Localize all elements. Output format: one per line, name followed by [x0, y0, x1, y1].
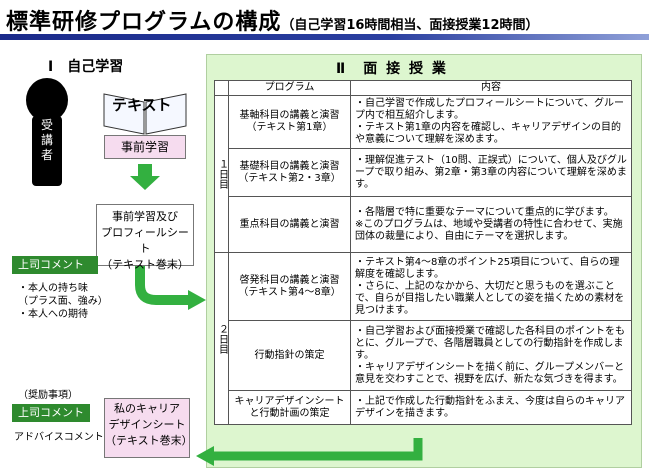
career-sheet-line-3: （テキスト巻末）: [105, 434, 193, 447]
content-item: ・自己学習および面接授業で確認した各科目のポイントをもとに、グループで、各階層職…: [355, 325, 625, 361]
program-sub: （テキスト第1章）: [246, 122, 333, 133]
content-item: ・さらに、上記のなかから、大切だと思うものを選ぶことで、自らが目指したい職業人と…: [355, 280, 625, 316]
table-row: 行動指針の策定 ・自己学習および面接授業で確認した各科目のポイントをもとに、グル…: [215, 320, 632, 391]
table-row: 基礎科目の講義と演習 （テキスト第2・3章） ・理解促進テスト（10問、正誤式）…: [215, 148, 632, 197]
title-sub: （自己学習16時間相当、面接授業12時間）: [281, 18, 539, 33]
recommendation-heading: （奨励事項）: [18, 390, 78, 401]
program-name: 基軸科目の講義と演習: [239, 110, 340, 121]
program-cell: 啓発科目の講義と演習 （テキスト第4～8章）: [228, 252, 351, 321]
header-program: プログラム: [228, 80, 351, 96]
content-cell: ・テキスト第4～8章のポイント25項目について、自らの理解度を確認します。 ・さ…: [350, 252, 632, 321]
program-sub: （テキスト第2・3章）: [238, 172, 341, 184]
boss-comment-label-2: 上司コメント: [12, 404, 90, 422]
person-label-text: 受講者: [40, 118, 53, 162]
profile-sheet-line-3: （テキスト巻末）: [101, 258, 189, 271]
person-label: 受講者: [36, 118, 58, 163]
program-cell: キャリアデザインシート と行動計画の策定: [228, 390, 351, 425]
person-icon: [26, 78, 68, 186]
program-table: プログラム 内容 １日目 基軸科目の講義と演習 （テキスト第1章） ・自己学習で…: [214, 80, 632, 425]
profile-sheet-line-2: プロフィールシート: [101, 226, 189, 255]
boss-note-2: （プラス面、強み）: [18, 296, 108, 307]
program-cell: 重点科目の講義と演習: [228, 196, 351, 253]
program-name: 行動指針の策定: [254, 349, 325, 361]
table-row: キャリアデザインシート と行動計画の策定 ・上記で作成した行動指針をふまえ、今度…: [215, 390, 632, 425]
day2-label: ２日目: [214, 252, 229, 425]
header-content: 内容: [350, 80, 632, 96]
content-item: ・各階層で特に重要なテーマについて重点的に学びます。: [355, 206, 614, 218]
return-arrow: [212, 438, 423, 461]
textbook-label: テキスト: [112, 96, 172, 114]
profile-sheet-line-1: 事前学習及び: [112, 210, 178, 223]
table-row: 重点科目の講義と演習 ・各階層で特に重要なテーマについて重点的に学びます。 ※こ…: [215, 196, 632, 253]
program-name: 重点科目の講義と演習: [239, 218, 340, 230]
career-design-sheet-box: 私のキャリア デザインシート （テキスト巻末）: [104, 398, 193, 458]
right-arrow-head: [188, 290, 206, 310]
title-main: 標準研修プログラムの構成: [6, 10, 282, 35]
textbook-icon: [103, 93, 187, 135]
profile-sheet-box: 事前学習及び プロフィールシート （テキスト巻末）: [96, 204, 194, 271]
table-row: ２日目 啓発科目の講義と演習 （テキスト第4～8章） ・テキスト第4～8章のポイ…: [214, 252, 632, 425]
content-item: ・キャリアデザインシートを描く前に、グループメンバーと意見を交わすことで、視野を…: [355, 361, 625, 385]
program-cell: 基礎科目の講義と演習 （テキスト第2・3章）: [228, 148, 351, 197]
program-cell: 基軸科目の講義と演習 （テキスト第1章）: [228, 95, 351, 149]
program-cell: 行動指針の策定: [228, 320, 351, 391]
interview-heading: Ⅱ 面 接 授 業: [336, 61, 448, 77]
self-study-heading: Ⅰ 自己学習: [48, 59, 124, 75]
page-title: 標準研修プログラムの構成（自己学習16時間相当、面接授業12時間）: [6, 4, 539, 36]
boss-note-3: ・本人への期待: [18, 309, 88, 320]
advice-comment: アドバイスコメント: [14, 432, 104, 443]
content-item: ・上記で作成した行動指針をふまえ、今度は自らのキャリアデザインを描きます。: [355, 395, 625, 419]
return-arrow-head: [196, 446, 214, 466]
right-curve-arrow: [135, 262, 190, 305]
content-cell: ・各階層で特に重要なテーマについて重点的に学びます。 ※このプログラムは、地域や…: [350, 196, 632, 253]
content-item: ・テキスト第4～8章のポイント25項目について、自らの理解度を確認します。: [355, 256, 620, 280]
header-blank: [214, 80, 229, 96]
program-sub: （テキスト第4～8章）: [238, 286, 341, 298]
content-cell: ・理解促進テスト（10問、正誤式）について、個人及びグループで取り組み、第2章・…: [350, 148, 632, 197]
content-cell: ・自己学習および面接授業で確認した各科目のポイントをもとに、グループで、各階層職…: [350, 320, 632, 391]
program-name: 基礎科目の講義と演習: [239, 160, 340, 172]
career-sheet-line-1: 私のキャリア: [114, 402, 180, 415]
table-header-row: プログラム 内容: [214, 80, 632, 96]
day1-label: １日目: [214, 95, 229, 253]
content-item: ・テキスト第1章の内容を確認し、キャリアデザインの目的や意義について理解を深めま…: [355, 122, 622, 145]
content-item: ・理解促進テスト（10問、正誤式）について、個人及びグループで取り組み、第2章・…: [355, 154, 627, 190]
title-underline: [0, 34, 649, 40]
content-item: ・自己学習で作成したプロフィールシートについて、グループ内で相互紹介します。: [355, 98, 624, 121]
program-name: 啓発科目の講義と演習: [239, 274, 340, 286]
boss-comment-notes: ・本人の持ち味 （プラス面、強み） ・本人への期待: [18, 282, 108, 321]
pre-study-box: 事前学習: [104, 135, 186, 159]
program-name: キャリアデザインシート: [234, 395, 345, 407]
program-sub: と行動計画の策定: [249, 407, 330, 419]
career-sheet-line-2: デザインシート: [108, 418, 186, 431]
content-cell: ・自己学習で作成したプロフィールシートについて、グループ内で相互紹介します。 ・…: [350, 95, 632, 149]
table-row: １日目 基軸科目の講義と演習 （テキスト第1章） ・自己学習で作成したプロフィー…: [214, 95, 632, 253]
down-arrow: [130, 164, 160, 190]
boss-comment-label: 上司コメント: [12, 256, 98, 274]
content-item: ※このプログラムは、地域や受講者の特性に合わせて、実施団体の裁量により、自由にテ…: [355, 218, 623, 242]
content-cell: ・上記で作成した行動指針をふまえ、今度は自らのキャリアデザインを描きます。: [350, 390, 632, 425]
boss-note-1: ・本人の持ち味: [18, 283, 88, 294]
